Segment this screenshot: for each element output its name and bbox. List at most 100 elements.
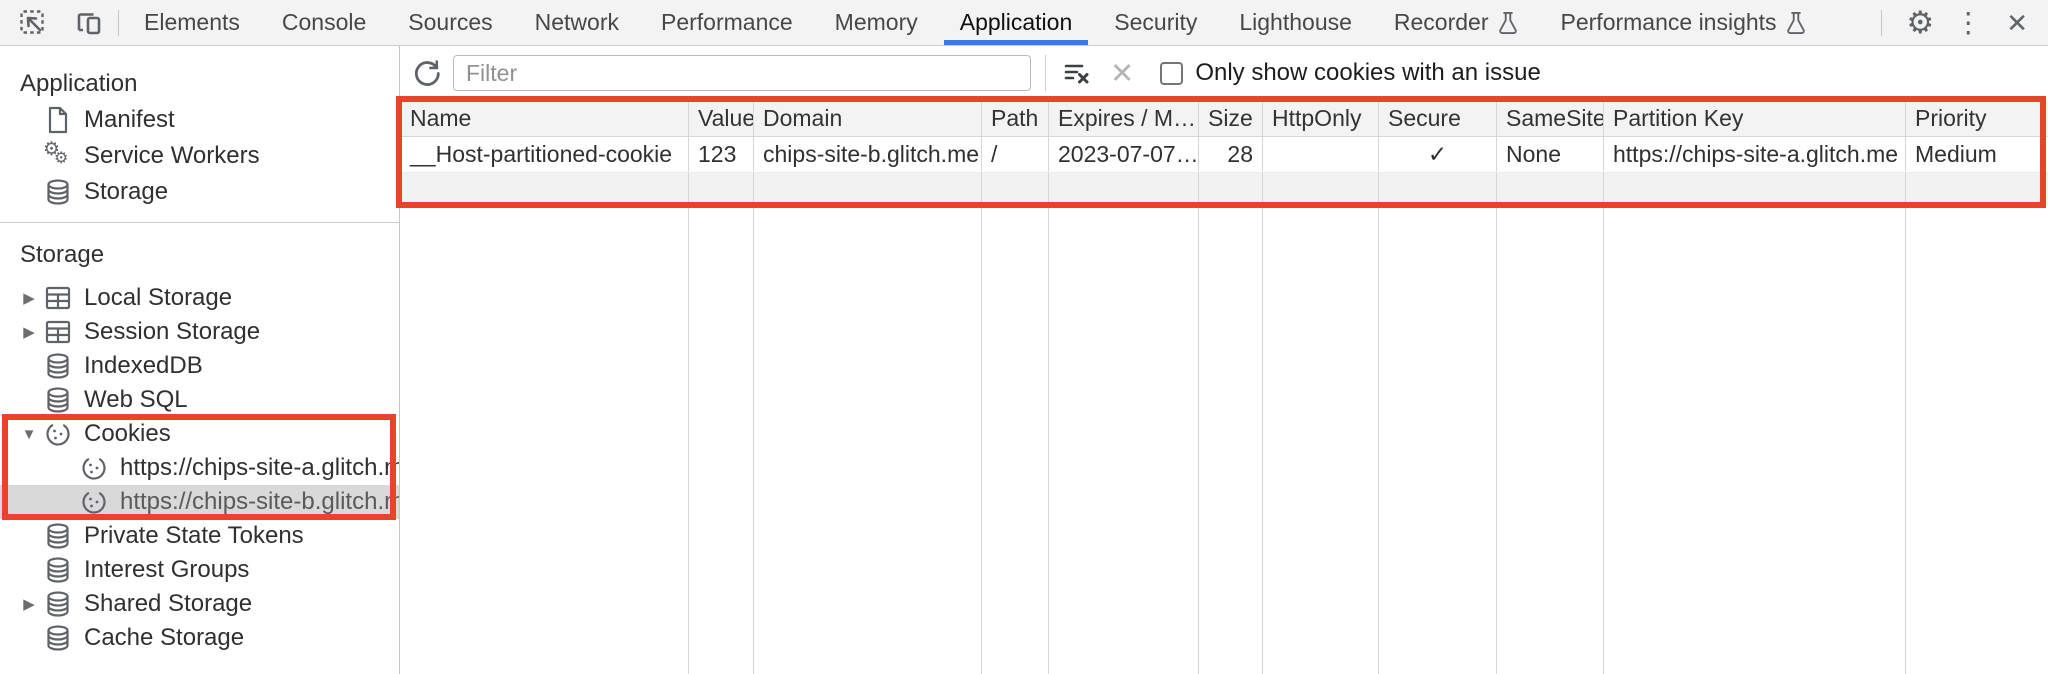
cell-secure-check: ✓: [1379, 137, 1497, 172]
expander-collapsed-icon[interactable]: ▶: [23, 290, 35, 307]
sidebar-item-storage[interactable]: ▶ Storage: [0, 174, 399, 210]
cookies-table-header: Name Value Domain Path Expires / M… Size…: [401, 100, 2048, 137]
column-header-value[interactable]: Value: [689, 100, 754, 136]
column-header-domain[interactable]: Domain: [754, 100, 982, 136]
cookie-icon: [78, 486, 110, 518]
sidebar-item-shared-storage[interactable]: ▶ Shared Storage: [0, 587, 399, 621]
column-header-httponly[interactable]: HttpOnly: [1263, 100, 1379, 136]
service-workers-gears-icon: ⚙⚙: [43, 139, 69, 167]
section-title-storage: Storage: [20, 241, 105, 268]
tabbar-left-icons: [0, 0, 118, 45]
settings-gear-icon[interactable]: ⚙: [1906, 5, 1935, 40]
column-header-expires[interactable]: Expires / M…: [1049, 100, 1199, 136]
tab-console[interactable]: Console: [281, 9, 367, 35]
sidebar-item-cookie-domain-b[interactable]: ▶ https://chips-site-b.glitch.me: [0, 485, 399, 519]
sidebar-item-web-sql[interactable]: ▶ Web SQL: [0, 383, 399, 417]
cookie-icon: [42, 418, 74, 450]
tab-application[interactable]: Application: [939, 0, 1094, 45]
toolbar-divider: [1045, 55, 1046, 91]
panel-tabs: Elements Console Sources Network Perform…: [123, 0, 1828, 45]
refresh-icon[interactable]: [409, 55, 445, 91]
issue-filter-checkbox[interactable]: [1160, 61, 1184, 85]
database-icon: [42, 350, 74, 382]
device-toolbar-icon[interactable]: [72, 6, 106, 40]
more-options-icon[interactable]: ⋮: [1954, 6, 1983, 38]
column-header-samesite[interactable]: SameSite: [1497, 100, 1604, 136]
cell-httponly: [1263, 137, 1379, 172]
cookie-icon: [78, 452, 110, 484]
close-devtools-icon[interactable]: ✕: [2006, 7, 2028, 38]
sidebar-item-session-storage[interactable]: ▶ Session Storage: [0, 315, 399, 349]
cookie-row-host-partitioned-cookie[interactable]: __Host-partitioned-cookie 123 chips-site…: [401, 137, 2048, 173]
application-sidebar: Application ▶ Manifest ▶ ⚙⚙ Service Work…: [0, 46, 400, 674]
tab-security[interactable]: Security: [1114, 9, 1198, 35]
issue-filter-checkbox-label: Only show cookies with an issue: [1195, 59, 1541, 86]
database-icon: [42, 176, 74, 208]
tab-performance[interactable]: Performance: [661, 9, 793, 35]
sidebar-item-label: https://chips-site-b.glitch.me: [120, 488, 400, 515]
table-empty-area: [401, 206, 2048, 674]
filter-input[interactable]: [453, 55, 1031, 91]
database-icon: [42, 520, 74, 552]
sidebar-item-local-storage[interactable]: ▶ Local Storage: [0, 281, 399, 315]
cell-expires: 2023-07-07…: [1049, 137, 1199, 172]
cell-name: __Host-partitioned-cookie: [401, 137, 689, 172]
inspect-cursor-icon[interactable]: [16, 6, 50, 40]
sidebar-item-label: IndexedDB: [84, 352, 203, 379]
sidebar-item-label: Interest Groups: [84, 556, 250, 583]
sidebar-item-label: Cache Storage: [84, 624, 245, 651]
sidebar-item-cookie-domain-a[interactable]: ▶ https://chips-site-a.glitch.me: [0, 451, 399, 485]
clear-icon[interactable]: ✕: [1110, 57, 1135, 90]
column-header-partition-key[interactable]: Partition Key: [1604, 100, 1906, 136]
database-icon: [42, 588, 74, 620]
section-title-application: Application: [20, 70, 138, 97]
column-header-name[interactable]: Name: [401, 100, 689, 136]
sidebar-item-service-workers[interactable]: ▶ ⚙⚙ Service Workers: [0, 138, 399, 174]
database-icon: [42, 384, 74, 416]
sidebar-item-label: Shared Storage: [84, 590, 253, 617]
cookies-table: Name Value Domain Path Expires / M… Size…: [401, 100, 2048, 674]
sidebar-item-private-state-tokens[interactable]: ▶ Private State Tokens: [0, 519, 399, 553]
tab-recorder[interactable]: Recorder: [1373, 0, 1540, 45]
sidebar-item-label: Manifest: [84, 106, 175, 133]
cell-partition-key: https://chips-site-a.glitch.me: [1604, 137, 1906, 172]
sidebar-divider: [0, 222, 399, 223]
column-header-path[interactable]: Path: [982, 100, 1049, 136]
tab-network[interactable]: Network: [534, 9, 619, 35]
cookies-toolbar: ✕ Only show cookies with an issue: [401, 46, 2048, 100]
sidebar-item-cookies[interactable]: ▼ Cookies: [0, 417, 399, 451]
sidebar-item-manifest[interactable]: ▶ Manifest: [0, 102, 399, 138]
sidebar-item-label: Private State Tokens: [84, 522, 304, 549]
expander-expanded-icon[interactable]: ▼: [21, 425, 37, 443]
database-icon: [42, 622, 74, 654]
sidebar-item-cache-storage[interactable]: ▶ Cache Storage: [0, 621, 399, 655]
tab-lighthouse[interactable]: Lighthouse: [1239, 9, 1352, 35]
clear-filter-icon[interactable]: [1060, 56, 1094, 90]
cell-domain: chips-site-b.glitch.me: [754, 137, 982, 172]
tab-memory[interactable]: Memory: [834, 9, 918, 35]
tab-elements[interactable]: Elements: [144, 9, 240, 35]
tabbar-divider: [1881, 9, 1883, 36]
sidebar-item-interest-groups[interactable]: ▶ Interest Groups: [0, 553, 399, 587]
tab-performance-insights[interactable]: Performance insights: [1540, 0, 1828, 45]
sidebar-item-label: Web SQL: [84, 386, 188, 413]
sidebar-item-label: https://chips-site-a.glitch.me: [120, 454, 400, 481]
tabbar-right-icons: ⚙ ⋮ ✕: [1881, 0, 2048, 45]
cell-samesite: None: [1497, 137, 1604, 172]
tab-sources[interactable]: Sources: [408, 9, 493, 35]
column-header-priority[interactable]: Priority: [1915, 104, 1987, 131]
tabbar-divider: [118, 9, 119, 36]
column-header-secure[interactable]: Secure: [1379, 100, 1497, 136]
sidebar-item-label: Session Storage: [84, 318, 261, 345]
expander-collapsed-icon[interactable]: ▶: [23, 596, 35, 613]
table-grid-icon: [42, 316, 74, 348]
experiment-flask-icon: [1786, 11, 1805, 34]
sidebar-item-indexeddb[interactable]: ▶ IndexedDB: [0, 349, 399, 383]
sidebar-item-label: Storage: [84, 178, 169, 205]
table-grid-icon: [42, 282, 74, 314]
expander-collapsed-icon[interactable]: ▶: [23, 324, 35, 341]
column-header-size[interactable]: Size: [1199, 100, 1263, 136]
experiment-flask-icon: [1498, 11, 1517, 34]
tab-recorder-label: Recorder: [1393, 9, 1489, 35]
cell-priority: Medium: [1915, 141, 1997, 167]
